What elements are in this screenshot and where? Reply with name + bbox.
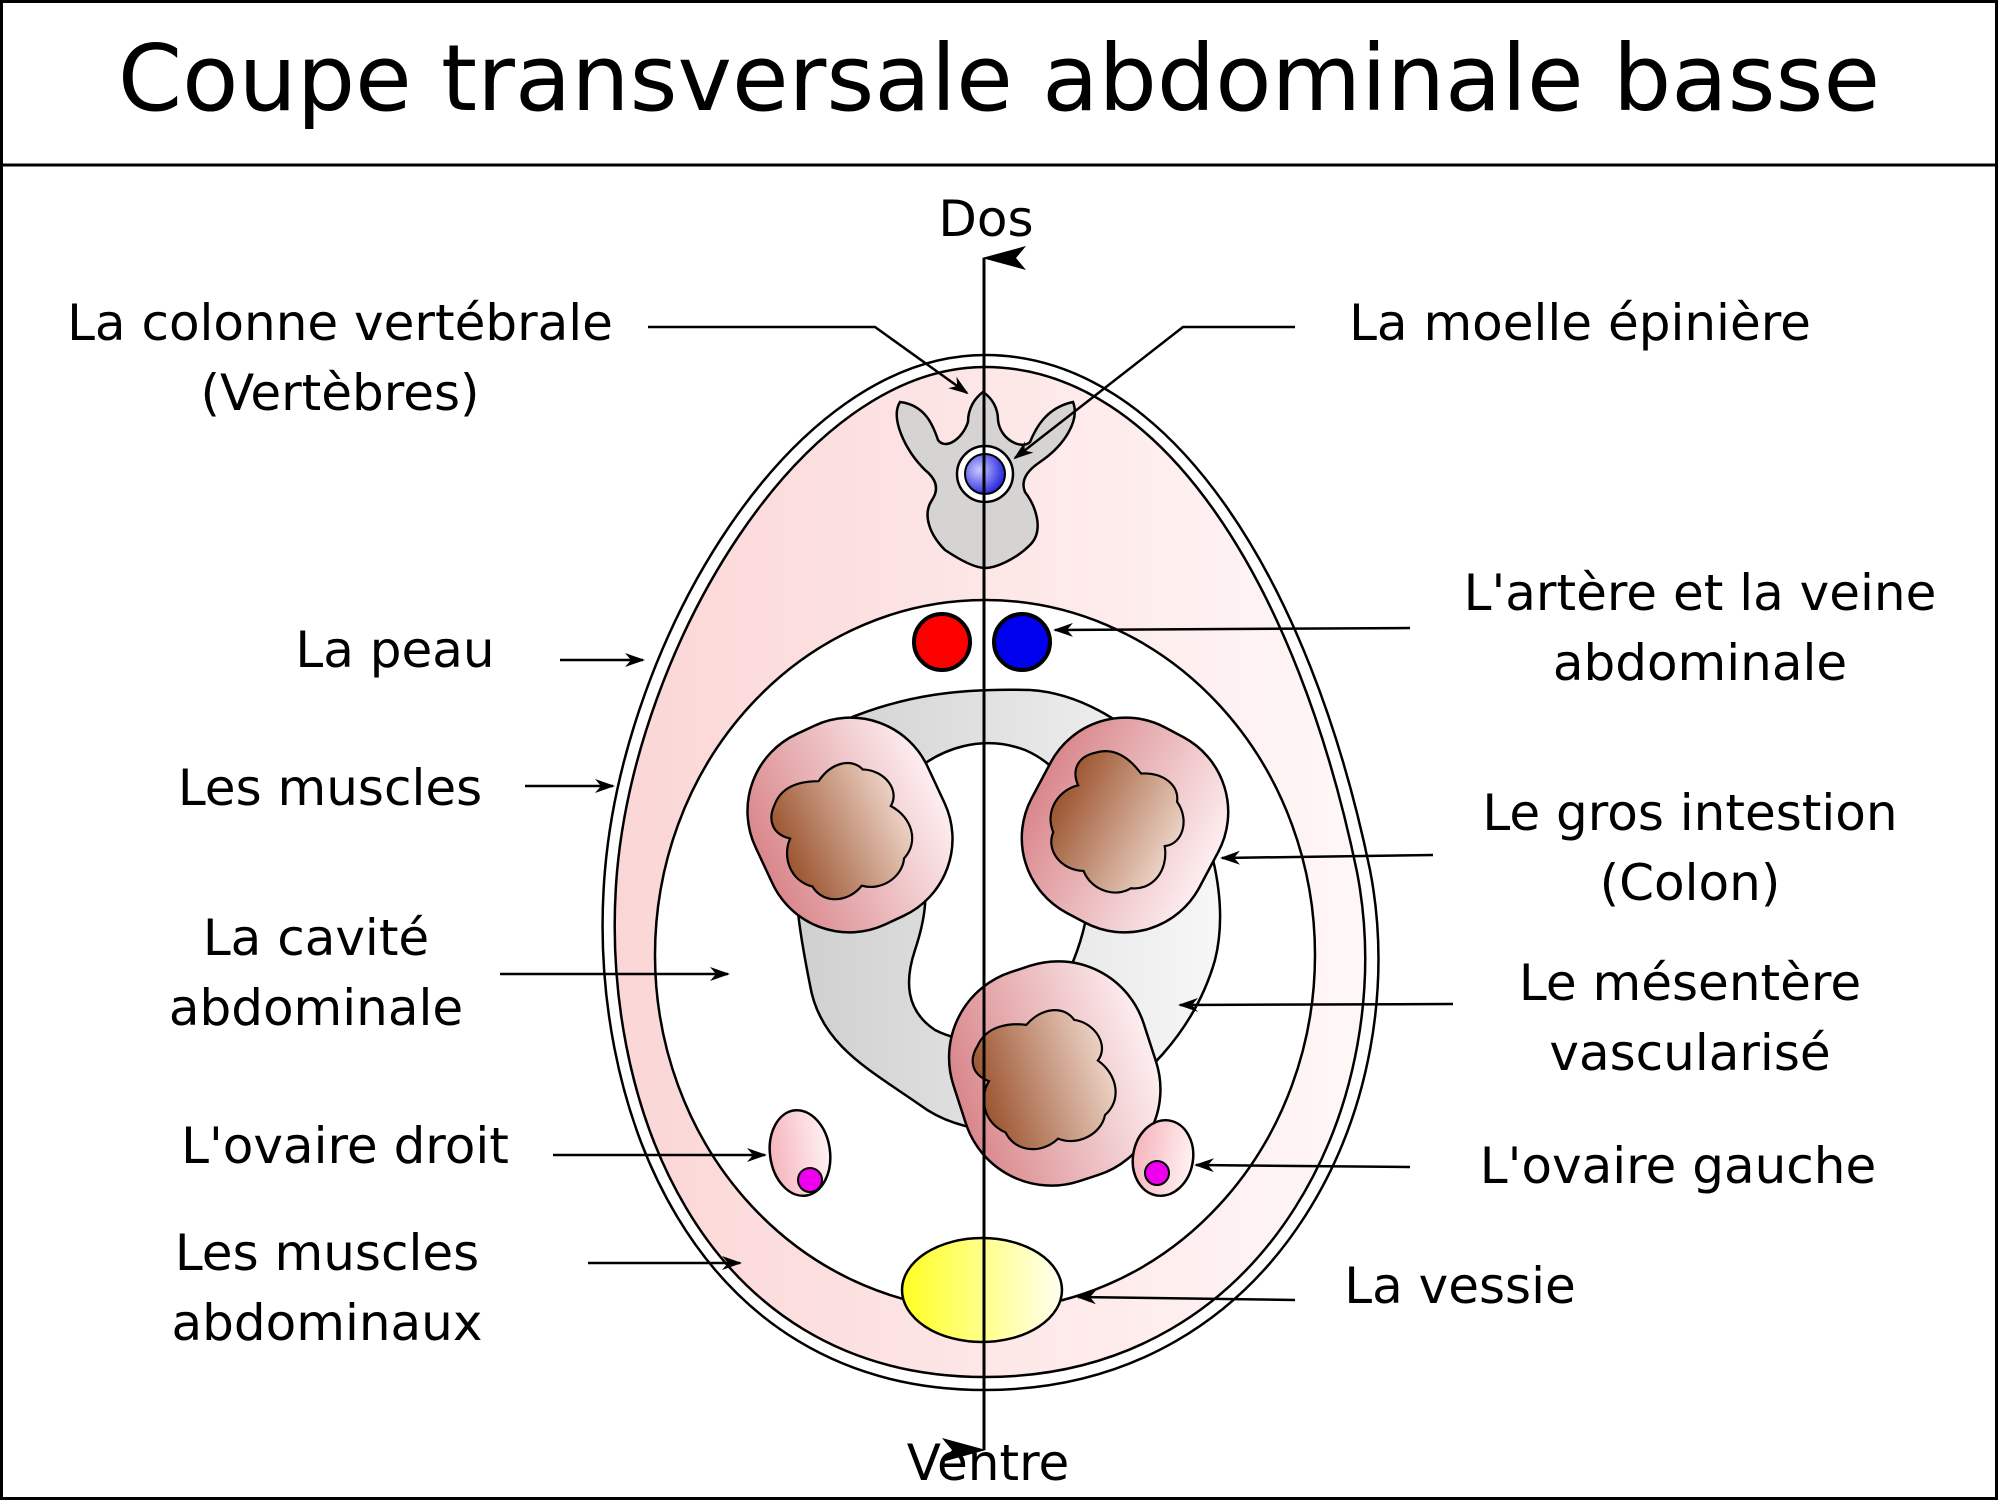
label-cavity-1: La cavité <box>203 909 429 967</box>
label-vessels-2: abdominale <box>1553 634 1847 692</box>
leader-colon <box>1220 850 1434 865</box>
axis-label-ventre: Ventre <box>907 1434 1070 1492</box>
leader-mesentery <box>1178 997 1454 1012</box>
label-left-ovary: L'ovaire gauche <box>1480 1137 1876 1195</box>
right-ovary-follicle <box>797 1167 823 1193</box>
abdominal-artery <box>912 612 972 672</box>
label-abdominal-muscles-2: abdominaux <box>172 1294 483 1352</box>
leader-vessels <box>1053 622 1411 637</box>
colon-left <box>746 716 954 934</box>
label-vessels-1: L'artère et la veine <box>1464 564 1937 622</box>
leader-bladder <box>1076 1290 1296 1305</box>
label-mesentery-2: vascularisé <box>1549 1024 1830 1082</box>
axis-label-dos: Dos <box>938 190 1033 248</box>
label-cavity-2: abdominale <box>169 979 463 1037</box>
label-spine-2: (Vertèbres) <box>200 364 479 422</box>
label-bladder: La vessie <box>1344 1257 1576 1315</box>
label-abdominal-muscles-1: Les muscles <box>175 1224 479 1282</box>
abdominal-vein <box>992 612 1052 672</box>
label-skin: La peau <box>295 621 494 679</box>
label-mesentery-1: Le mésentère <box>1519 954 1861 1012</box>
diagram-title: Coupe transversale abdominale basse <box>118 25 1880 132</box>
label-right-ovary: L'ovaire droit <box>181 1117 509 1175</box>
bladder <box>900 1236 1064 1344</box>
label-spinal-cord: La moelle épinière <box>1349 294 1811 352</box>
left-ovary-follicle <box>1144 1160 1170 1186</box>
label-colon-2: (Colon) <box>1600 854 1781 912</box>
label-spine-1: La colonne vertébrale <box>67 294 613 352</box>
label-colon-1: Le gros intestion <box>1482 784 1897 842</box>
leader-spinal-cord <box>1013 325 1295 460</box>
leader-left-ovary <box>1194 1158 1411 1173</box>
leader-spine <box>648 325 969 395</box>
label-muscles: Les muscles <box>178 759 482 817</box>
colon-right <box>1020 716 1230 934</box>
